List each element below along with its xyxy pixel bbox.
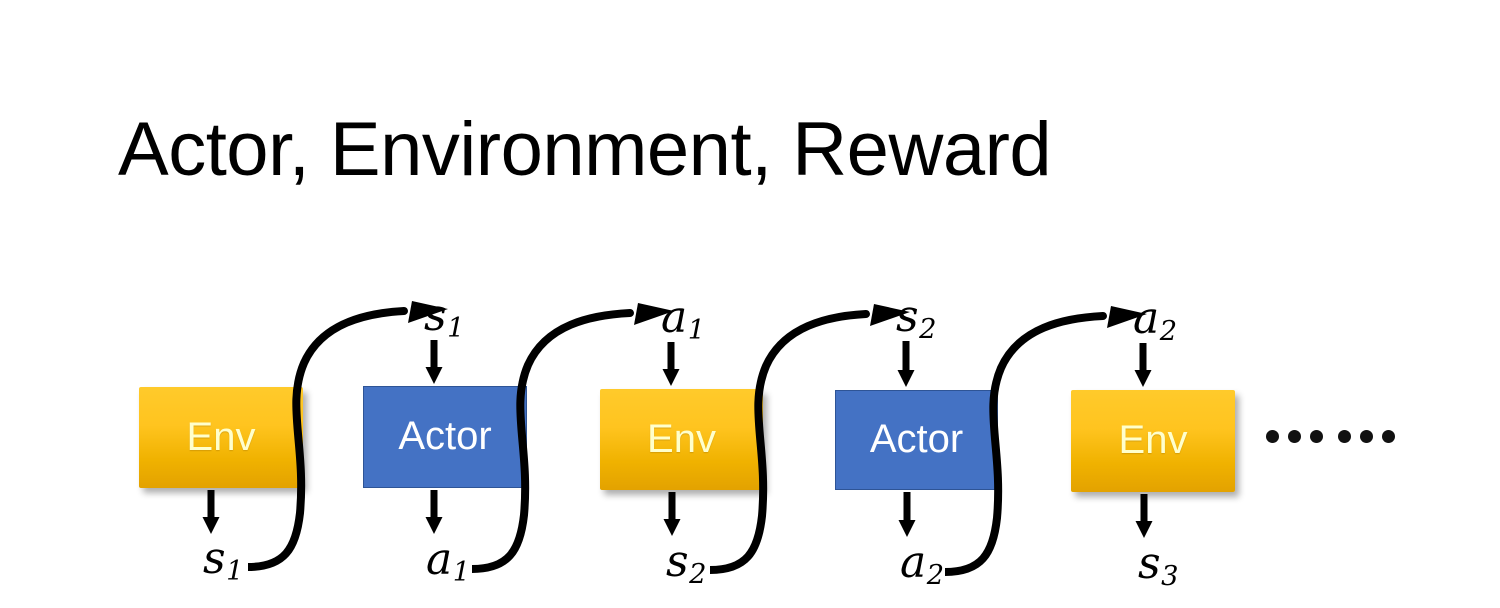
variable-label-bot-s3: s3 (1138, 538, 1179, 593)
arrow-down-arrow-actor1-to-a1 (423, 490, 445, 534)
arrow-down-arrow-actor2-to-a2 (896, 492, 918, 537)
ellipsis-dot (1382, 430, 1395, 443)
block-label: Env (647, 416, 716, 461)
page-title: Actor, Environment, Reward (118, 107, 1052, 192)
arrow-down-arrow-a2-to-env3 (1132, 343, 1154, 387)
block-actor-1[interactable]: Actor (363, 386, 527, 488)
arrow-down-arrow-env3-to-s3 (1133, 494, 1155, 538)
block-env-3[interactable]: Env (1071, 390, 1235, 492)
variable-label-bot-a1: a1 (426, 534, 471, 589)
variable-label-bot-s2: s2 (666, 536, 707, 591)
variable-label-top-a2: a2 (1133, 293, 1178, 348)
variable-label-top-s2: s2 (896, 291, 937, 346)
ellipsis-dot (1310, 430, 1323, 443)
arrow-down-arrow-env1-to-s1 (200, 490, 222, 534)
block-env-2[interactable]: Env (600, 389, 763, 490)
block-actor-2[interactable]: Actor (835, 390, 998, 490)
block-label: Env (1118, 418, 1188, 462)
arrow-down-arrow-s1-to-actor1 (423, 340, 445, 384)
variable-label-top-s1: s1 (424, 290, 465, 345)
block-label: Env (186, 414, 256, 459)
variable-label-top-a1: a1 (661, 292, 706, 347)
ellipsis-dot (1360, 430, 1373, 443)
variable-label-bot-s1: s1 (203, 533, 244, 588)
block-label: Actor (398, 414, 492, 458)
variable-label-bot-a2: a2 (900, 537, 945, 592)
ellipsis-icon (1266, 418, 1395, 454)
ellipsis-dot (1266, 430, 1279, 443)
arrow-down-arrow-a1-to-env2 (660, 342, 682, 386)
arrow-down-arrow-env2-to-s2 (661, 492, 683, 536)
ellipsis-dot (1338, 430, 1351, 443)
ellipsis-dot (1288, 430, 1301, 443)
block-label: Actor (869, 417, 964, 461)
block-env-1[interactable]: Env (139, 387, 303, 488)
arrow-down-arrow-s2-to-actor2 (895, 341, 917, 387)
